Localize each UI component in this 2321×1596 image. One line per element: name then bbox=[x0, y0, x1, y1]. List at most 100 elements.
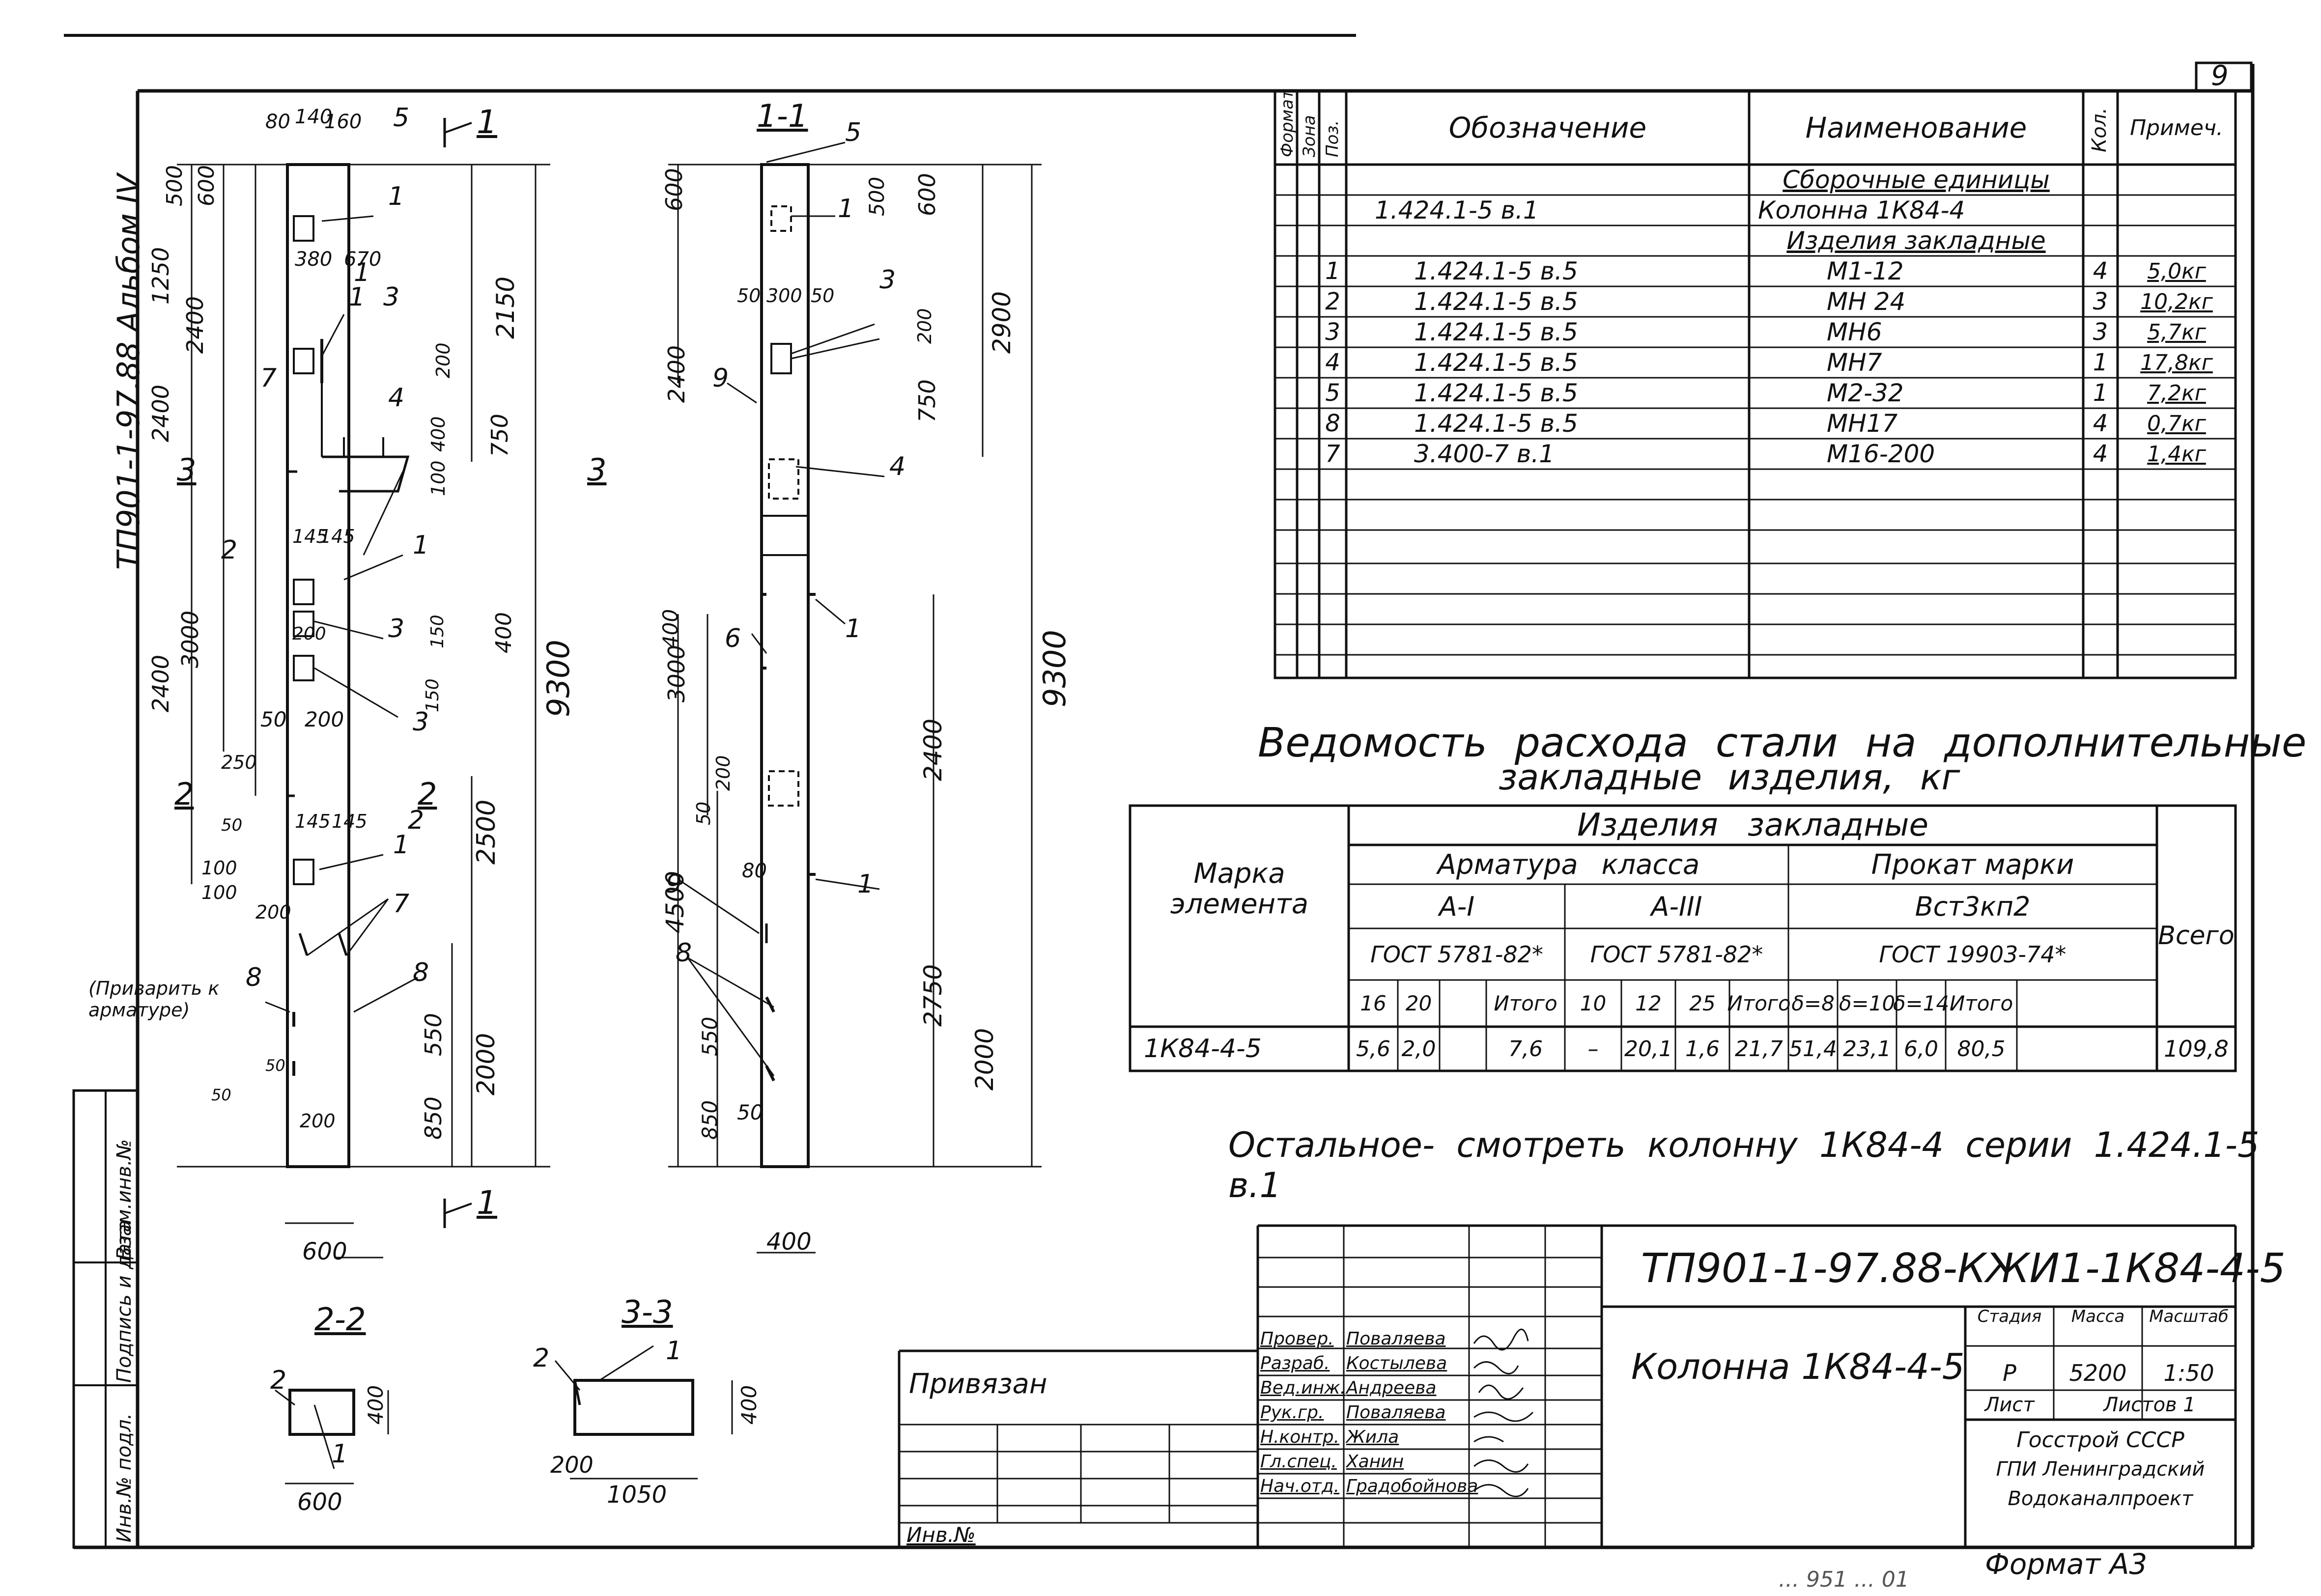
spec-row-qty: 1 bbox=[2093, 379, 2108, 407]
steel-sub-header: 25 bbox=[1689, 991, 1716, 1015]
dim-label: 150 bbox=[427, 615, 448, 648]
dim-label: 1250 bbox=[147, 247, 174, 305]
dim-label: 200 bbox=[305, 707, 344, 731]
spec-row-name: МН6 bbox=[1827, 318, 1882, 346]
spec-row-qty: 1 bbox=[2093, 349, 2108, 376]
dim-label: 600 bbox=[297, 1488, 342, 1516]
margin-inv-label: Инв.№ подл. bbox=[113, 1413, 136, 1542]
spec-row-pos: 5 bbox=[1325, 379, 1340, 407]
spec-row-designation: 1.424.1-5 в.5 bbox=[1414, 287, 1578, 316]
doc-code: ТП901-1-97.88-КЖИ1-1К84-4-5 bbox=[1641, 1245, 2286, 1292]
dim-label: 200 bbox=[300, 1110, 336, 1132]
dim-label: 600 bbox=[302, 1238, 347, 1265]
dim-label: 400 bbox=[364, 1385, 388, 1425]
dim-label: 9300 bbox=[540, 640, 576, 717]
steel-sub-header bbox=[1440, 980, 1486, 1027]
format-label: Формат А3 bbox=[1985, 1547, 2148, 1581]
org-line-3: Водоканалпроект bbox=[2008, 1487, 2193, 1510]
position-callout: 7 bbox=[260, 364, 277, 393]
cut-mark-top: 1 bbox=[477, 103, 497, 141]
steel-gost-rolled: ГОСТ 19903-74* bbox=[1879, 941, 2066, 968]
role-label: Провер. bbox=[1260, 1329, 1334, 1349]
inv-label: Инв.№ bbox=[906, 1523, 976, 1547]
cut-mark-bottom: 1 bbox=[477, 1184, 497, 1222]
dim-label: 500 bbox=[865, 176, 889, 216]
position-callout: 1 bbox=[666, 1336, 682, 1366]
dim-label: 2400 bbox=[663, 345, 690, 403]
dim-label: 2750 bbox=[919, 964, 947, 1027]
position-callout: 2 bbox=[408, 806, 425, 835]
page-number: 9 bbox=[2211, 60, 2229, 92]
dim-label: 140 bbox=[295, 106, 333, 128]
steel-rolled-header: Прокат марки bbox=[1871, 848, 2074, 881]
position-callout: 3 bbox=[388, 614, 405, 644]
spec-row-note: 10,2кг bbox=[2140, 289, 2213, 314]
steel-row-value: 6,0 bbox=[1904, 1036, 1938, 1062]
position-callout: 3 bbox=[879, 265, 896, 295]
person-name: Поваляева bbox=[1346, 1402, 1446, 1423]
position-callout: 1 bbox=[413, 531, 429, 560]
spec-row-note: 0,7кг bbox=[2147, 411, 2206, 436]
spec-row-name: МН7 bbox=[1827, 348, 1882, 377]
dim-label: 300 bbox=[766, 285, 802, 307]
position-callout: 3 bbox=[383, 282, 400, 312]
steel-row-value bbox=[1440, 1027, 1486, 1071]
steel-sub-header: Итого bbox=[1949, 991, 2013, 1015]
dim-label: 200 bbox=[432, 342, 454, 378]
spec-header-zone: Зона bbox=[1300, 115, 1319, 157]
dim-label: 200 bbox=[292, 624, 326, 644]
dim-label: 600 bbox=[914, 173, 940, 216]
position-callout: 1 bbox=[332, 1439, 348, 1469]
steel-sub-header: Итого bbox=[1494, 991, 1557, 1015]
steel-row-value: 7,6 bbox=[1508, 1036, 1543, 1062]
dim-label: 1050 bbox=[607, 1481, 667, 1509]
spec-header-designation: Обозначение bbox=[1448, 111, 1647, 144]
position-callout: 1 bbox=[857, 869, 874, 899]
sheets-label: Листов 1 bbox=[2103, 1394, 2196, 1416]
position-callout: 1 bbox=[388, 182, 405, 211]
position-callout: 1 bbox=[393, 830, 410, 860]
steel-sub-header: 16 bbox=[1360, 991, 1387, 1015]
dim-label: 550 bbox=[698, 1016, 722, 1056]
spec-row-designation: 1.424.1-5 в.5 bbox=[1414, 318, 1578, 346]
dim-label: 500 bbox=[162, 165, 187, 206]
spec-row-name: МН17 bbox=[1827, 409, 1898, 438]
position-callout: 4 bbox=[388, 383, 405, 413]
steel-sub-header: δ=8 bbox=[1791, 991, 1835, 1015]
spec-header-note: Примеч. bbox=[2130, 115, 2223, 140]
spec-row-designation: 1.424.1-5 в.5 bbox=[1414, 379, 1578, 407]
spec-row-qty: 3 bbox=[2093, 288, 2108, 315]
steel-row-value: 80,5 bbox=[1957, 1036, 2006, 1062]
doc-name: Колонна 1К84-4-5 bbox=[1631, 1346, 1965, 1387]
position-callout: 2 bbox=[221, 535, 238, 565]
spec-row-pos: 7 bbox=[1325, 440, 1340, 468]
spec-header-pos: Поз. bbox=[1323, 120, 1342, 157]
dim-label: 200 bbox=[550, 1452, 594, 1478]
dim-label: 50 bbox=[811, 285, 835, 307]
signatures bbox=[1473, 1328, 1534, 1497]
spec-section-assemblies: Сборочные единицы bbox=[1783, 166, 2050, 194]
role-label: Разраб. bbox=[1260, 1353, 1330, 1373]
stage-value: Р bbox=[2003, 1360, 2016, 1386]
spec-row-qty: 4 bbox=[2093, 410, 2108, 437]
dim-label: 2500 bbox=[472, 799, 501, 865]
position-callout: 2 bbox=[533, 1344, 550, 1373]
scale-header: Масштаб bbox=[2149, 1307, 2229, 1326]
spec-row-pos: 4 bbox=[1325, 349, 1340, 376]
spec-row-note: 17,8кг bbox=[2140, 350, 2213, 375]
org-line-1: Госстрой СССР bbox=[2016, 1427, 2184, 1453]
dim-label: 145 bbox=[295, 811, 331, 832]
steel-group-header: Изделия закладные bbox=[1577, 807, 1928, 843]
steel-row-value: 51,4 bbox=[1789, 1036, 1837, 1062]
dim-label: 145 bbox=[292, 526, 328, 547]
dim-label: 380 bbox=[295, 248, 333, 271]
steel-sub-header: δ=14 bbox=[1893, 991, 1950, 1015]
steel-row-value: 5,6 bbox=[1356, 1036, 1390, 1062]
dim-label: 200 bbox=[255, 901, 291, 923]
spec-row-name: М16-200 bbox=[1827, 440, 1935, 468]
steel-class-a3: А-III bbox=[1651, 891, 1702, 922]
cut-2-right: 2 bbox=[418, 776, 437, 812]
steel-sub-header: 20 bbox=[1405, 991, 1432, 1015]
spec-row-pos: 3 bbox=[1325, 318, 1340, 346]
